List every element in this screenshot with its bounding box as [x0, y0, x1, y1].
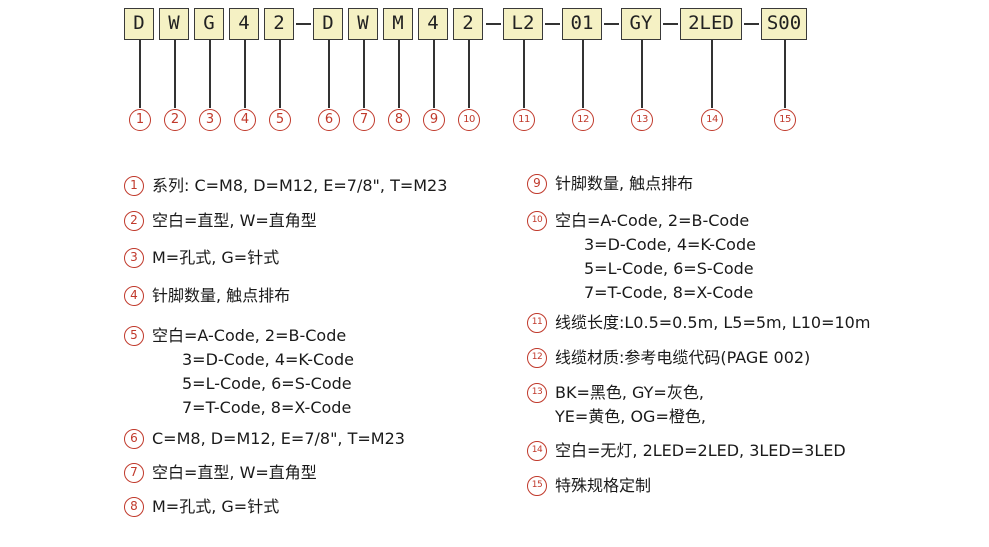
leader-line-5	[279, 40, 281, 108]
desc-13-line1: BK=黑色, GY=灰色,	[555, 383, 704, 402]
desc-5-line1: 空白=A-Code, 2=B-Code	[152, 326, 347, 345]
code-box-1: D	[124, 8, 154, 40]
callout-4: 4	[234, 109, 256, 131]
desc-5-line4: 7=T-Code, 8=X-Code	[182, 398, 352, 417]
desc-callout-9: 9	[527, 174, 547, 194]
desc-9: 针脚数量, 触点排布	[555, 174, 694, 193]
leader-line-4	[244, 40, 246, 108]
code-box-7: W	[348, 8, 378, 40]
separator-dash	[663, 23, 678, 25]
desc-11: 线缆长度:L0.5=0.5m, L5=5m, L10=10m	[555, 313, 871, 332]
desc-15: 特殊规格定制	[555, 476, 652, 495]
code-box-14: 2LED	[680, 8, 742, 40]
desc-5-line3: 5=L-Code, 6=S-Code	[182, 374, 352, 393]
separator-dash	[545, 23, 560, 25]
desc-callout-2: 2	[124, 211, 144, 231]
desc-callout-12: 12	[527, 348, 547, 368]
leader-line-13	[641, 40, 643, 108]
leader-line-10	[468, 40, 470, 108]
callout-12: 12	[572, 109, 594, 131]
callout-11: 11	[513, 109, 535, 131]
leader-line-8	[398, 40, 400, 108]
desc-10-line4: 7=T-Code, 8=X-Code	[584, 283, 754, 302]
desc-1: 系列: C=M8, D=M12, E=7/8", T=M23	[152, 176, 448, 195]
leader-line-6	[328, 40, 330, 108]
callout-13: 13	[631, 109, 653, 131]
code-box-9: 4	[418, 8, 448, 40]
desc-10-line2: 3=D-Code, 4=K-Code	[584, 235, 756, 254]
desc-10-line1: 空白=A-Code, 2=B-Code	[555, 211, 750, 230]
desc-callout-3: 3	[124, 248, 144, 268]
desc-callout-14: 14	[527, 441, 547, 461]
leader-line-7	[363, 40, 365, 108]
callout-6: 6	[318, 109, 340, 131]
desc-2: 空白=直型, W=直角型	[152, 211, 317, 230]
desc-callout-15: 15	[527, 476, 547, 496]
code-box-12: 01	[562, 8, 602, 40]
leader-line-12	[582, 40, 584, 108]
leader-line-15	[784, 40, 786, 108]
desc-callout-11: 11	[527, 313, 547, 333]
leader-line-14	[711, 40, 713, 108]
desc-3: M=孔式, G=针式	[152, 248, 280, 267]
separator-dash	[486, 23, 501, 25]
desc-callout-5: 5	[124, 326, 144, 346]
desc-callout-8: 8	[124, 497, 144, 517]
callout-5: 5	[269, 109, 291, 131]
leader-line-1	[139, 40, 141, 108]
separator-dash	[744, 23, 759, 25]
desc-callout-7: 7	[124, 463, 144, 483]
desc-callout-1: 1	[124, 176, 144, 196]
desc-5-line2: 3=D-Code, 4=K-Code	[182, 350, 354, 369]
callout-15: 15	[774, 109, 796, 131]
code-box-4: 4	[229, 8, 259, 40]
callout-1: 1	[129, 109, 151, 131]
callout-3: 3	[199, 109, 221, 131]
leader-line-2	[174, 40, 176, 108]
callout-9: 9	[423, 109, 445, 131]
callout-7: 7	[353, 109, 375, 131]
desc-6: C=M8, D=M12, E=7/8", T=M23	[152, 429, 405, 448]
separator-dash	[604, 23, 619, 25]
callout-14: 14	[701, 109, 723, 131]
code-box-13: GY	[621, 8, 661, 40]
leader-line-9	[433, 40, 435, 108]
desc-callout-13: 13	[527, 383, 547, 403]
callout-10: 10	[458, 109, 480, 131]
desc-14: 空白=无灯, 2LED=2LED, 3LED=3LED	[555, 441, 846, 460]
code-box-10: 2	[453, 8, 483, 40]
desc-8: M=孔式, G=针式	[152, 497, 280, 516]
callout-8: 8	[388, 109, 410, 131]
desc-callout-6: 6	[124, 429, 144, 449]
code-box-6: D	[313, 8, 343, 40]
desc-7: 空白=直型, W=直角型	[152, 463, 317, 482]
code-box-11: L2	[503, 8, 543, 40]
desc-10-line3: 5=L-Code, 6=S-Code	[584, 259, 754, 278]
leader-line-3	[209, 40, 211, 108]
desc-4: 针脚数量, 触点排布	[152, 286, 291, 305]
desc-callout-10: 10	[527, 211, 547, 231]
desc-callout-4: 4	[124, 286, 144, 306]
code-box-3: G	[194, 8, 224, 40]
desc-12: 线缆材质:参考电缆代码(PAGE 002)	[555, 348, 811, 367]
code-box-8: M	[383, 8, 413, 40]
callout-2: 2	[164, 109, 186, 131]
leader-line-11	[523, 40, 525, 108]
code-box-2: W	[159, 8, 189, 40]
separator-dash	[296, 23, 311, 25]
desc-13-line2: YE=黄色, OG=橙色,	[555, 407, 706, 426]
code-box-15: S00	[761, 8, 807, 40]
code-box-5: 2	[264, 8, 294, 40]
